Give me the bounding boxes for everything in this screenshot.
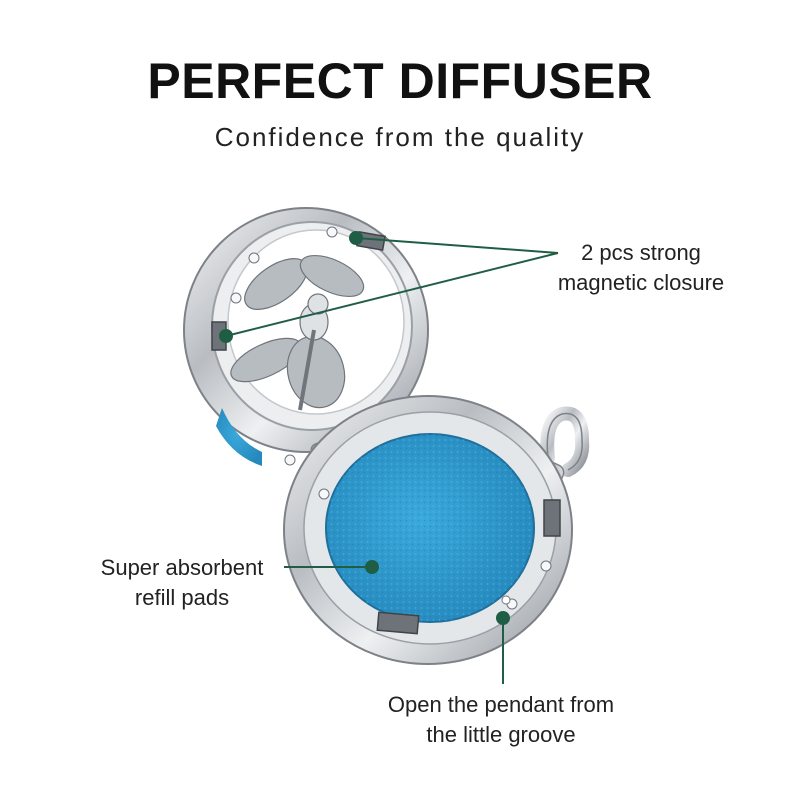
callout-refill-pads: Super absorbent refill pads xyxy=(84,553,280,613)
callout-magnetic-line2: magnetic closure xyxy=(557,270,725,295)
leader-dot xyxy=(365,560,379,574)
callout-leaders xyxy=(219,231,559,684)
leader-magnet-top xyxy=(355,237,559,254)
callout-groove: Open the pendant from the little groove xyxy=(360,690,642,750)
leader-dot xyxy=(219,329,233,343)
locket-lid xyxy=(183,207,429,466)
callout-pads-line1: Super absorbent xyxy=(100,555,264,580)
locket-base xyxy=(283,395,573,665)
dragonfly-icon xyxy=(230,254,365,411)
page-title: PERFECT DIFFUSER xyxy=(147,53,653,109)
callout-pads-line2: refill pads xyxy=(134,585,230,610)
leader-dot xyxy=(349,231,363,245)
leader-magnet-left xyxy=(225,252,559,337)
groove-notch xyxy=(501,595,511,605)
callout-magnetic-line1: 2 pcs strong xyxy=(581,240,701,265)
callout-groove-line2: the little groove xyxy=(426,722,576,747)
page-subtitle: Confidence from the quality xyxy=(214,122,586,152)
callout-magnetic-closure: 2 pcs strong magnetic closure xyxy=(536,238,746,298)
leader-dot xyxy=(496,611,510,625)
callout-groove-line1: Open the pendant from xyxy=(387,692,615,717)
